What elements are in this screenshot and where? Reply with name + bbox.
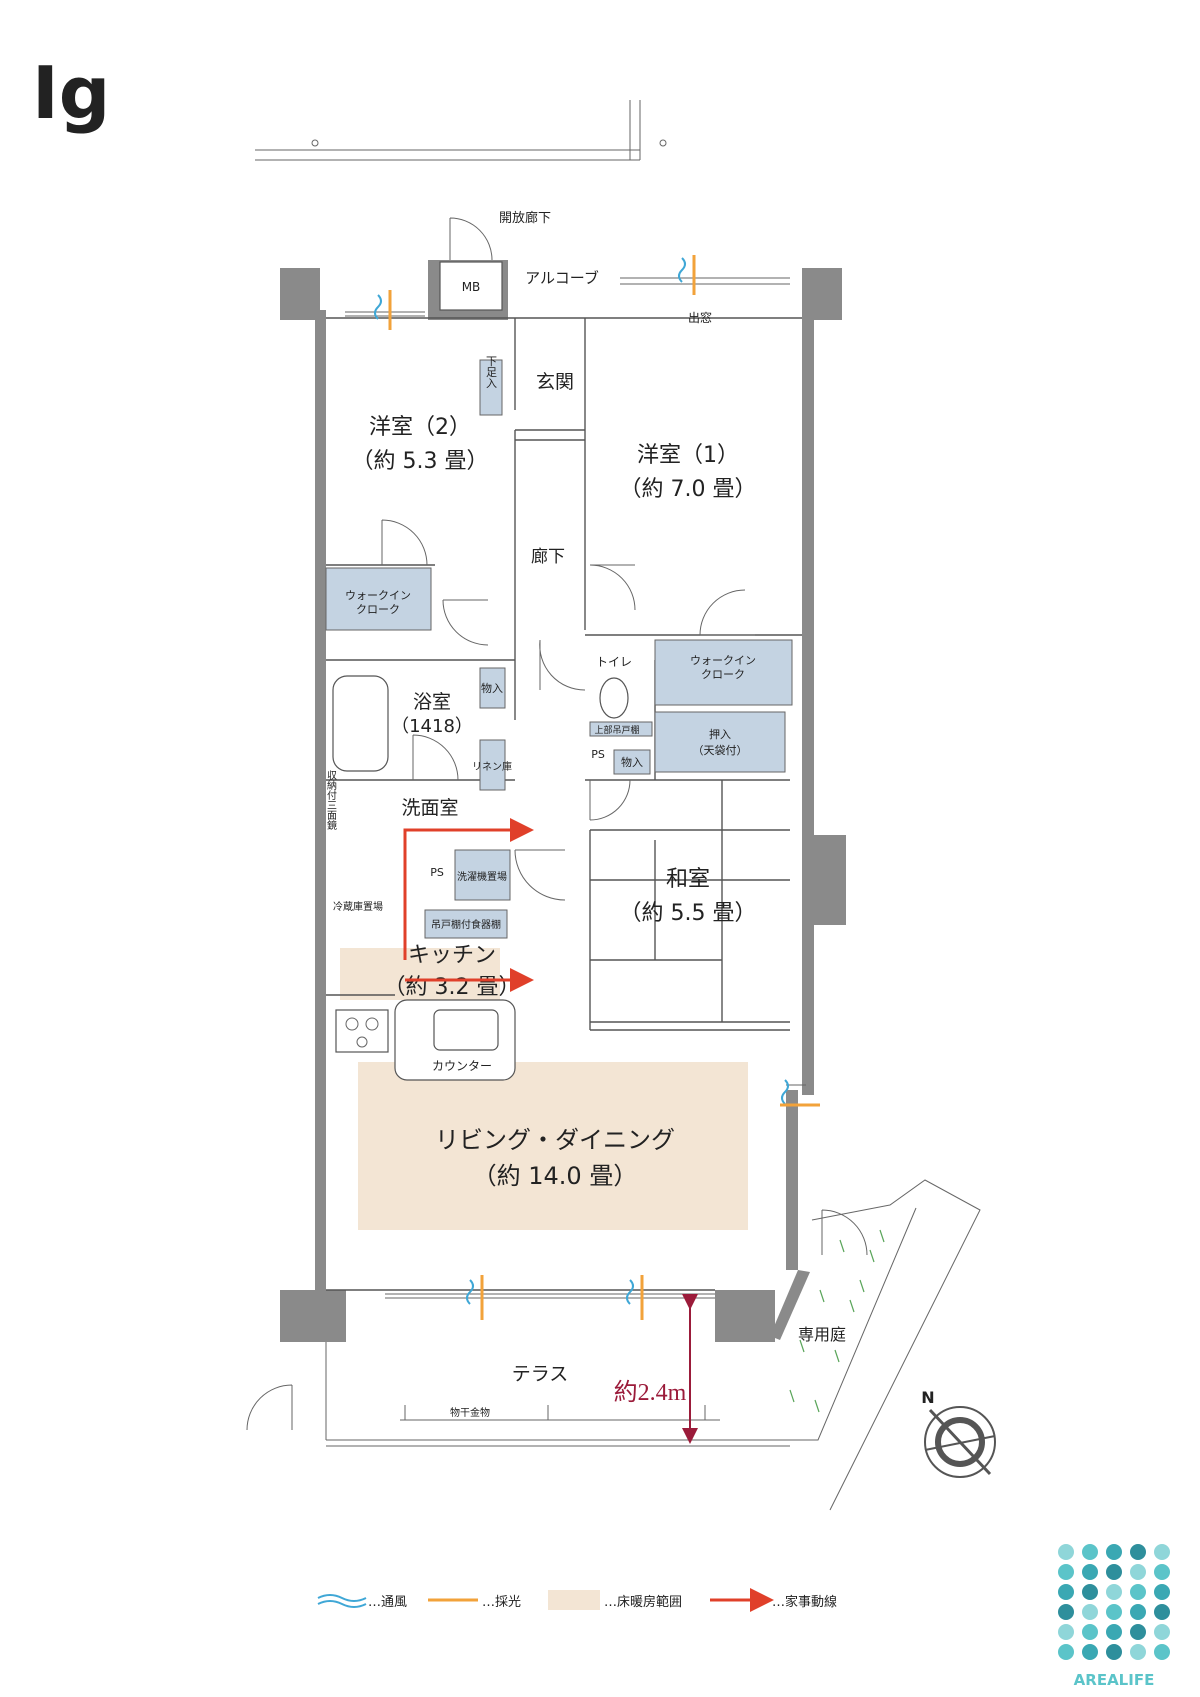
legend: …通風 …採光 …床暖房範囲 …家事動線 xyxy=(317,1588,837,1612)
windows xyxy=(345,277,806,1299)
corridor-rail xyxy=(255,100,667,161)
logo-dot xyxy=(1058,1584,1074,1600)
logo-dot xyxy=(1154,1624,1170,1640)
logo-dot xyxy=(1106,1584,1122,1600)
shoe-box-label: 下足入 xyxy=(485,356,498,389)
logo-dot xyxy=(1082,1644,1098,1660)
toilet-shelf-label: 上部吊戸棚 xyxy=(594,724,639,736)
logo-dot xyxy=(1106,1564,1122,1580)
logo-dot xyxy=(1130,1544,1146,1560)
logo-dot xyxy=(1058,1544,1074,1560)
logo-dot xyxy=(1082,1624,1098,1640)
legend-ventilation: …通風 xyxy=(368,1595,407,1610)
mirror-label: 収納付三面鏡 xyxy=(325,770,337,831)
western2-size: （約 5.3 畳） xyxy=(352,449,489,474)
wic-label-1b: クローク xyxy=(701,668,745,681)
logo-dot xyxy=(1082,1584,1098,1600)
toilet-label: トイレ xyxy=(596,655,632,669)
wic-label-1: ウォークイン xyxy=(690,654,756,667)
bathtub xyxy=(332,675,389,772)
private-garden xyxy=(789,1179,981,1511)
logo-dot xyxy=(1154,1644,1170,1660)
logo-dot xyxy=(1130,1604,1146,1620)
logo-dot xyxy=(1130,1644,1146,1660)
logo-dot xyxy=(1154,1544,1170,1560)
logo-dot xyxy=(1130,1584,1146,1600)
kitchen-name: キッチン xyxy=(408,943,496,968)
compass-north: N xyxy=(921,1388,934,1407)
washitsu-name: 和室 xyxy=(666,867,710,892)
arealife-logo xyxy=(1058,1544,1170,1660)
bay-window-label: 出窓 xyxy=(688,310,712,325)
sink xyxy=(433,1009,499,1051)
logo-dot xyxy=(1130,1624,1146,1640)
hallway-label: 廊下 xyxy=(531,547,565,567)
logo-dot xyxy=(1154,1564,1170,1580)
terrace xyxy=(325,1342,790,1447)
western1-name: 洋室（1） xyxy=(637,443,739,468)
toilet-bowl xyxy=(599,677,629,719)
linen-label: リネン庫 xyxy=(472,760,512,773)
logo-dot xyxy=(1130,1564,1146,1580)
logo-dot xyxy=(1058,1604,1074,1620)
brand-label: AREALIFE xyxy=(1074,1671,1155,1689)
logo-dot xyxy=(1058,1564,1074,1580)
washitsu-size: （約 5.5 畳） xyxy=(620,901,757,926)
storage-label-b: 物入 xyxy=(621,755,643,769)
hanging-cabinet-label: 吊戸棚付食器棚 xyxy=(431,918,501,931)
oshiire-label: 押入 xyxy=(709,727,731,741)
laundry-label: 洗濯機置場 xyxy=(457,870,507,883)
logo-dot xyxy=(1106,1644,1122,1660)
logo-dot xyxy=(1082,1564,1098,1580)
bath-name: 浴室 xyxy=(413,691,451,713)
interior-walls xyxy=(326,317,802,1291)
washroom-label: 洗面室 xyxy=(401,797,458,819)
storage-blocks xyxy=(325,359,793,939)
ps-label-wash: PS xyxy=(430,866,444,879)
living-name: リビング・ダイニング xyxy=(435,1126,675,1154)
logo-dot xyxy=(1058,1624,1074,1640)
plan-code: Ig xyxy=(32,51,110,135)
logo-dot xyxy=(1106,1544,1122,1560)
living-size: （約 14.0 畳） xyxy=(473,1162,638,1190)
door-swings xyxy=(246,217,868,1431)
logo-dot xyxy=(1106,1624,1122,1640)
logo-dot xyxy=(1154,1584,1170,1600)
logo-dot xyxy=(1154,1604,1170,1620)
mb-box xyxy=(439,261,503,311)
bath-size: （1418） xyxy=(391,716,473,737)
storage-label-a: 物入 xyxy=(481,681,503,695)
fridge-label: 冷蔵庫置場 xyxy=(333,900,383,913)
logo-dot xyxy=(1082,1604,1098,1620)
ps-label-toilet: PS xyxy=(591,748,605,761)
entrance-label: 玄関 xyxy=(536,371,574,393)
oshiire-sub: （天袋付） xyxy=(693,743,748,757)
western1-size: （約 7.0 畳） xyxy=(620,477,757,502)
mb-label: MB xyxy=(462,280,481,294)
private-garden-label: 専用庭 xyxy=(798,1325,846,1344)
stove xyxy=(335,1009,389,1053)
terrace-label: テラス xyxy=(512,1363,569,1385)
corridor-label: 開放廊下 xyxy=(499,210,551,226)
heating-area-living-top xyxy=(558,1062,748,1122)
logo-dot xyxy=(1058,1644,1074,1660)
household-flow xyxy=(403,818,534,992)
compass: N xyxy=(921,1388,996,1478)
logo-dot xyxy=(1106,1604,1122,1620)
legend-light: …採光 xyxy=(482,1595,521,1610)
heating-area-kitchen xyxy=(340,948,500,1000)
alcove-label: アルコーブ xyxy=(525,269,599,287)
terrace-depth-label: 約2.4m xyxy=(614,1379,687,1406)
counter-label: カウンター xyxy=(432,1059,492,1073)
wic-label-2: ウォークイン xyxy=(345,589,411,602)
wic-label-2b: クローク xyxy=(356,603,400,616)
ventilation-markers xyxy=(374,255,820,1320)
drying-rack-label: 物干金物 xyxy=(450,1406,490,1419)
legend-heating: …床暖房範囲 xyxy=(604,1594,682,1610)
western2-name: 洋室（2） xyxy=(369,415,471,440)
legend-flow: …家事動線 xyxy=(772,1594,837,1610)
logo-dot xyxy=(1082,1544,1098,1560)
